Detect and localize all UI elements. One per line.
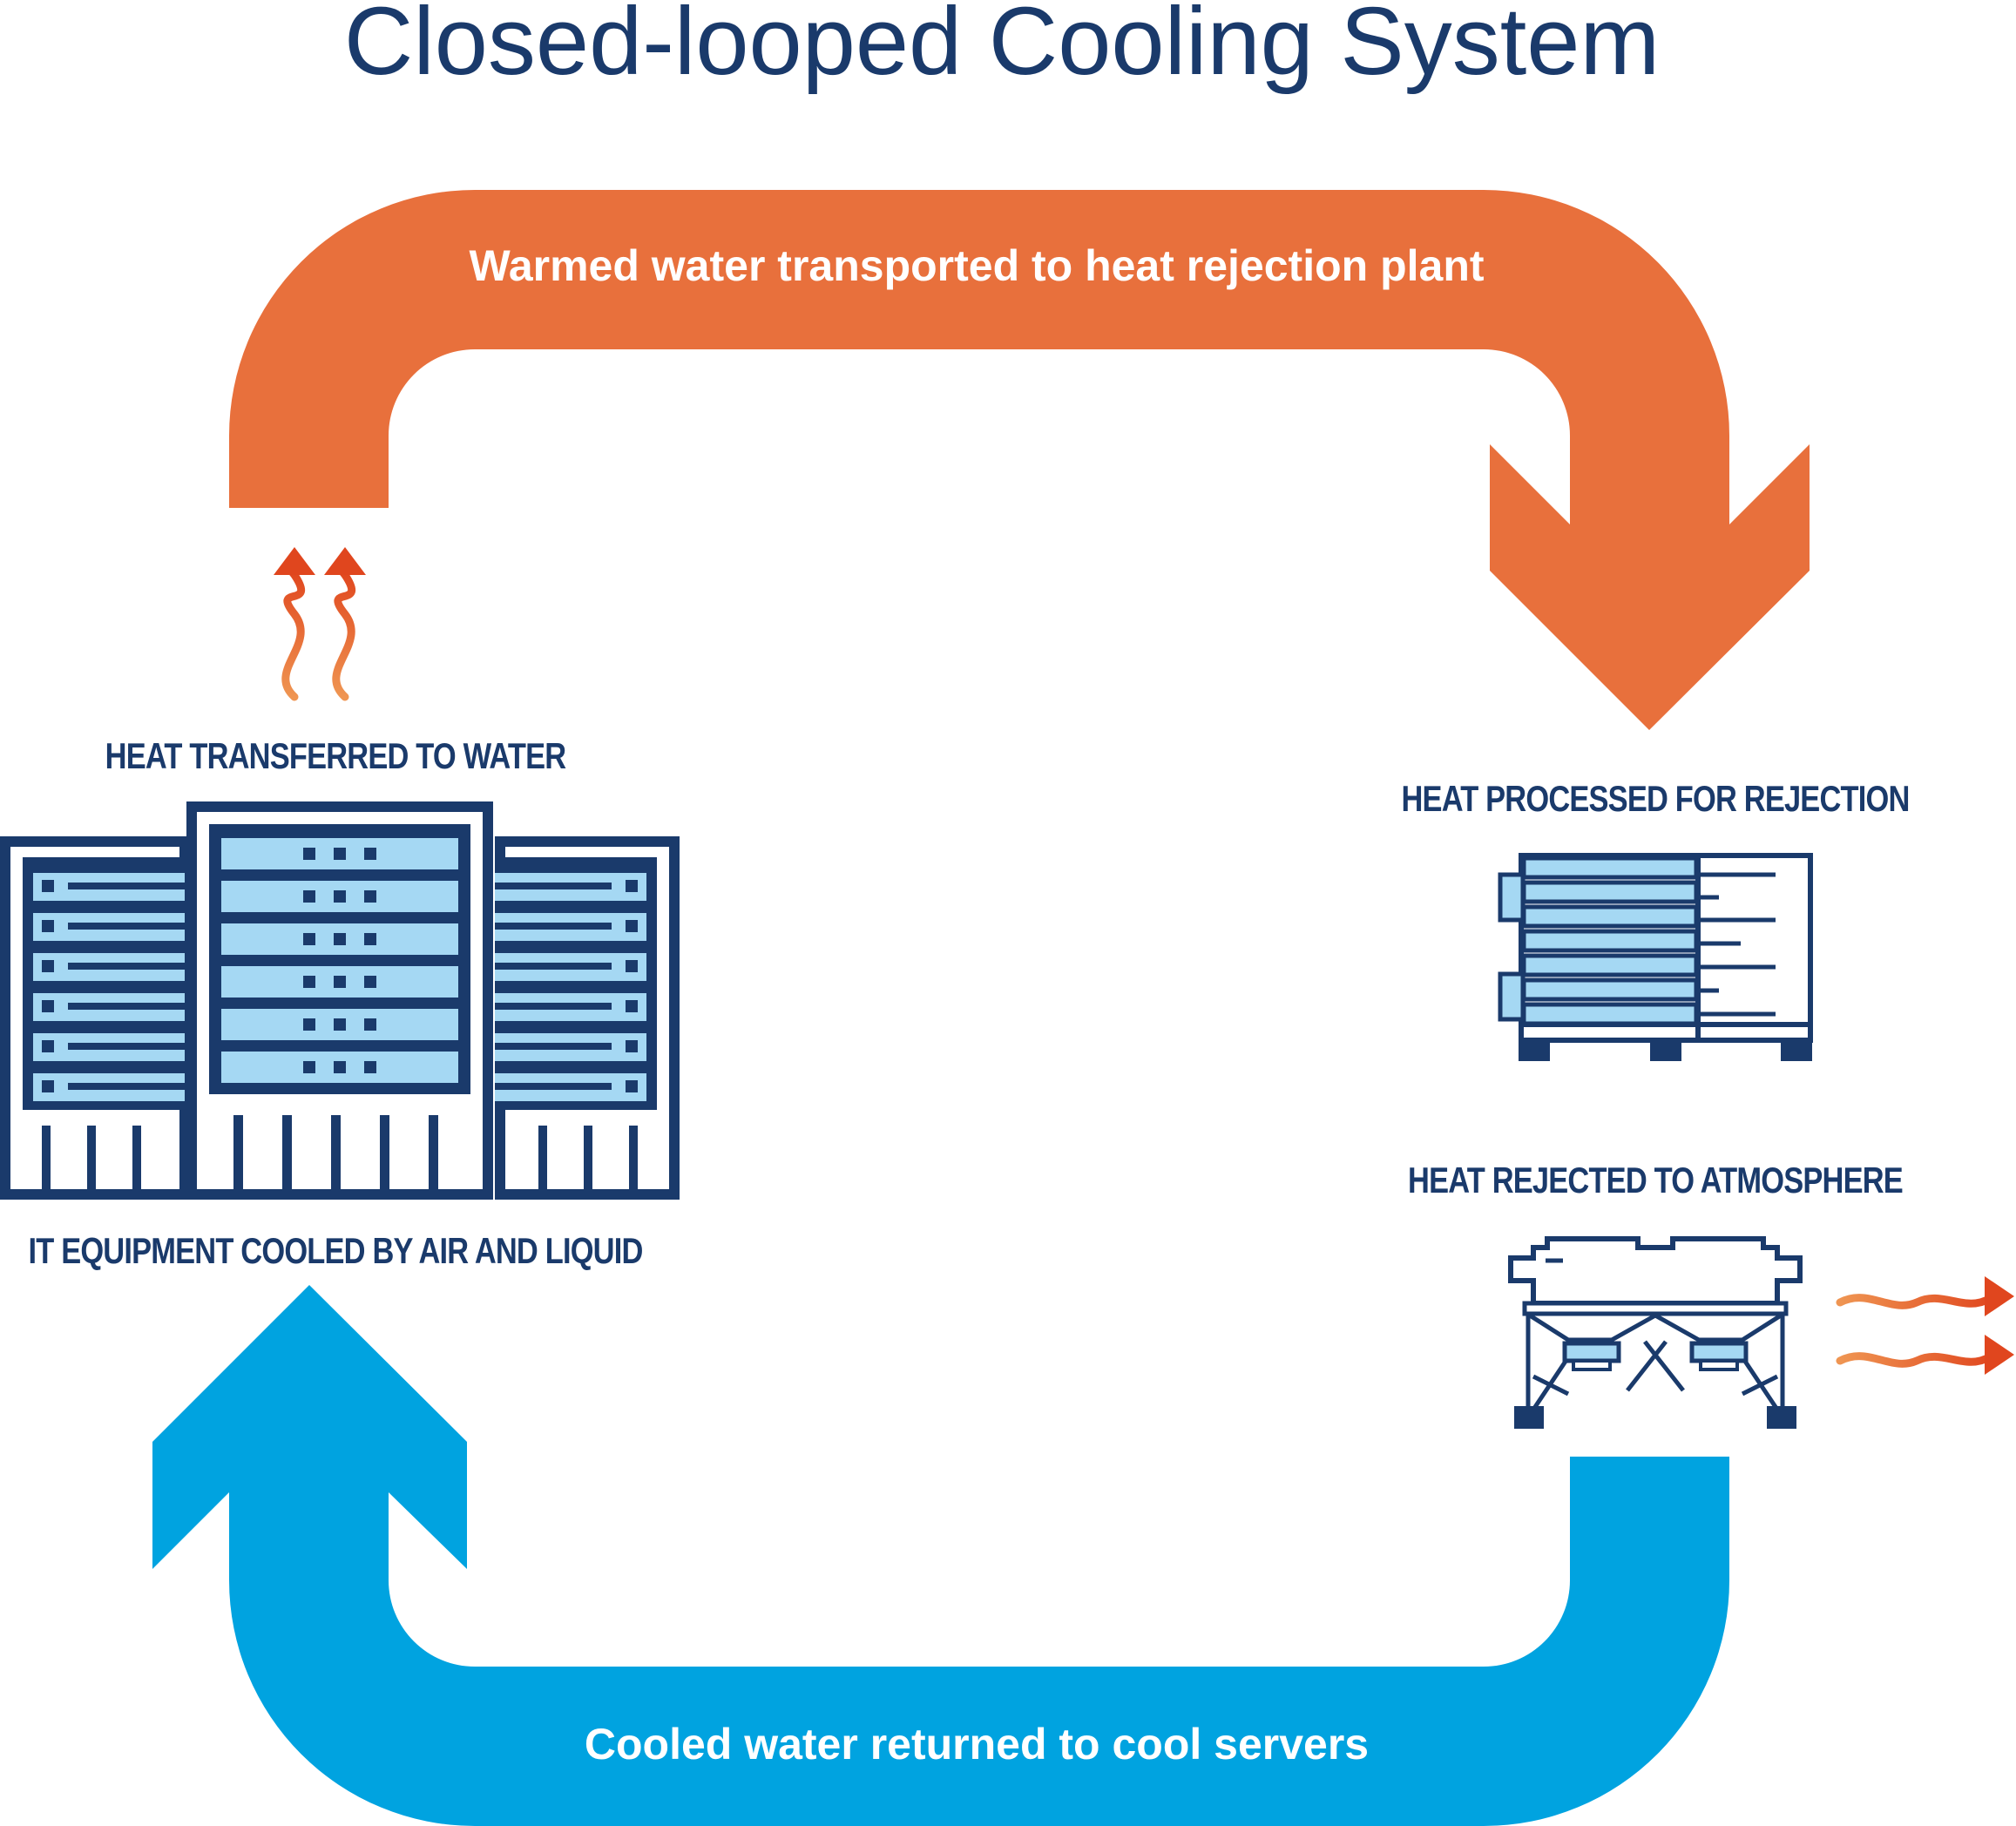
it-equipment-label: IT equipment cooled by air and liquid <box>28 1230 643 1271</box>
cool-flow-label: Cooled water returned to cool servers <box>584 1720 1370 1769</box>
heat-rising-icon <box>274 547 366 701</box>
diagram-title: Closed-looped Cooling System <box>343 0 1661 95</box>
heat-processing-unit-icon <box>1498 853 1813 1061</box>
heat-released-icon <box>1836 1276 2014 1375</box>
warm-water-arrow <box>229 190 1810 730</box>
server-racks-icon <box>0 801 680 1200</box>
cool-water-arrow <box>152 1285 1729 1826</box>
heat-transferred-label: Heat transferred to water <box>105 735 566 776</box>
dry-cooler-icon <box>1508 1236 1803 1429</box>
heat-processed-label: Heat processed for rejection <box>1401 778 1910 819</box>
warm-flow-label: Warmed water transported to heat rejecti… <box>469 241 1485 290</box>
heat-rejected-label: Heat rejected to atmosphere <box>1408 1160 1904 1200</box>
